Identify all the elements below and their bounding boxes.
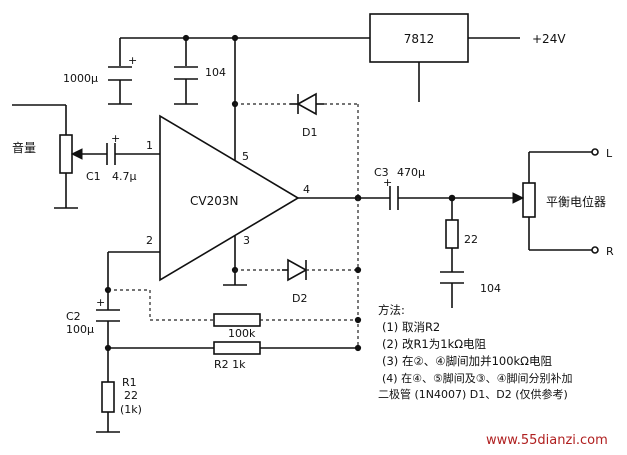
out-r-label: R xyxy=(606,245,614,258)
d2-label: D2 xyxy=(292,292,307,305)
pin1-label: 1 xyxy=(146,139,153,152)
cap-1000u-label: 1000μ xyxy=(63,72,98,85)
volume-pot: 音量 xyxy=(12,104,83,209)
regulator-label: 7812 xyxy=(404,32,435,46)
r1-alt: (1k) xyxy=(120,403,142,416)
r100k-label: 100k xyxy=(228,327,256,340)
balance-label: 平衡电位器 xyxy=(546,194,606,209)
pin3-label: 3 xyxy=(243,234,250,247)
output-path: + C3 470μ xyxy=(298,166,523,210)
r22-label: 22 xyxy=(464,233,478,246)
watermark: www.55dianzi.com xyxy=(486,433,608,448)
c2-value: 100μ xyxy=(66,323,94,336)
supply-label: +24V xyxy=(532,32,566,46)
plus-c2: + xyxy=(96,296,105,309)
notes-title: 方法: xyxy=(378,303,405,317)
note-line: (1) 取消R2 xyxy=(382,320,440,334)
volume-label: 音量 xyxy=(12,140,36,155)
feedback-network: + C2 100μ 100k R2 1k xyxy=(66,251,362,382)
note-line: (2) 改R1为1kΩ电阻 xyxy=(382,337,487,351)
c2-name: C2 xyxy=(66,310,81,323)
ic-label: CV203N xyxy=(190,194,238,208)
r2-label: R2 1k xyxy=(214,358,246,371)
plus-c3: + xyxy=(383,176,392,189)
pin5-label: 5 xyxy=(242,150,249,163)
capacitor-104-top: 104 xyxy=(174,66,226,105)
capacitor-1000u: + 1000μ xyxy=(63,54,137,105)
note-line: (3) 在②、④脚间加并100kΩ电阻 xyxy=(382,354,552,368)
cap-104-out-label: 104 xyxy=(480,282,501,295)
capacitor-c1: + C1 4.7μ xyxy=(82,132,160,183)
out-l-label: L xyxy=(606,147,613,160)
c3-name: C3 xyxy=(374,166,389,179)
balance-pot: 平衡电位器 L R xyxy=(512,147,614,258)
diode-d1: D1 xyxy=(231,92,359,198)
r1-name: R1 xyxy=(122,376,137,389)
note-line: 二极管 (1N4007) D1、D2 (仅供参考) xyxy=(378,387,568,401)
c1-value: 4.7μ xyxy=(112,170,137,183)
pin4-label: 4 xyxy=(303,183,310,196)
method-notes: 方法: (1) 取消R2 (2) 改R1为1kΩ电阻 (3) 在②、④脚间加并1… xyxy=(378,303,573,401)
cap-104-top-label: 104 xyxy=(205,66,226,79)
c3-value: 470μ xyxy=(397,166,425,179)
plus-1000u: + xyxy=(128,54,137,67)
note-line: (4) 在④、⑤脚间及③、④脚间分别补加 xyxy=(382,371,573,385)
power-rail xyxy=(119,34,370,160)
regulator-7812: 7812 +24V xyxy=(369,13,566,102)
ic-cv203n: CV203N 1 2 3 4 5 xyxy=(146,114,310,282)
pin2-label: 2 xyxy=(146,234,153,247)
d1-label: D1 xyxy=(302,126,317,139)
c1-name: C1 xyxy=(86,170,101,183)
resistor-r1: R1 22 (1k) xyxy=(96,376,142,433)
zobel-network: 22 104 xyxy=(440,198,501,308)
r1-value: 22 xyxy=(124,389,138,402)
plus-c1: + xyxy=(111,132,120,145)
diode-d2: D2 xyxy=(223,198,362,348)
